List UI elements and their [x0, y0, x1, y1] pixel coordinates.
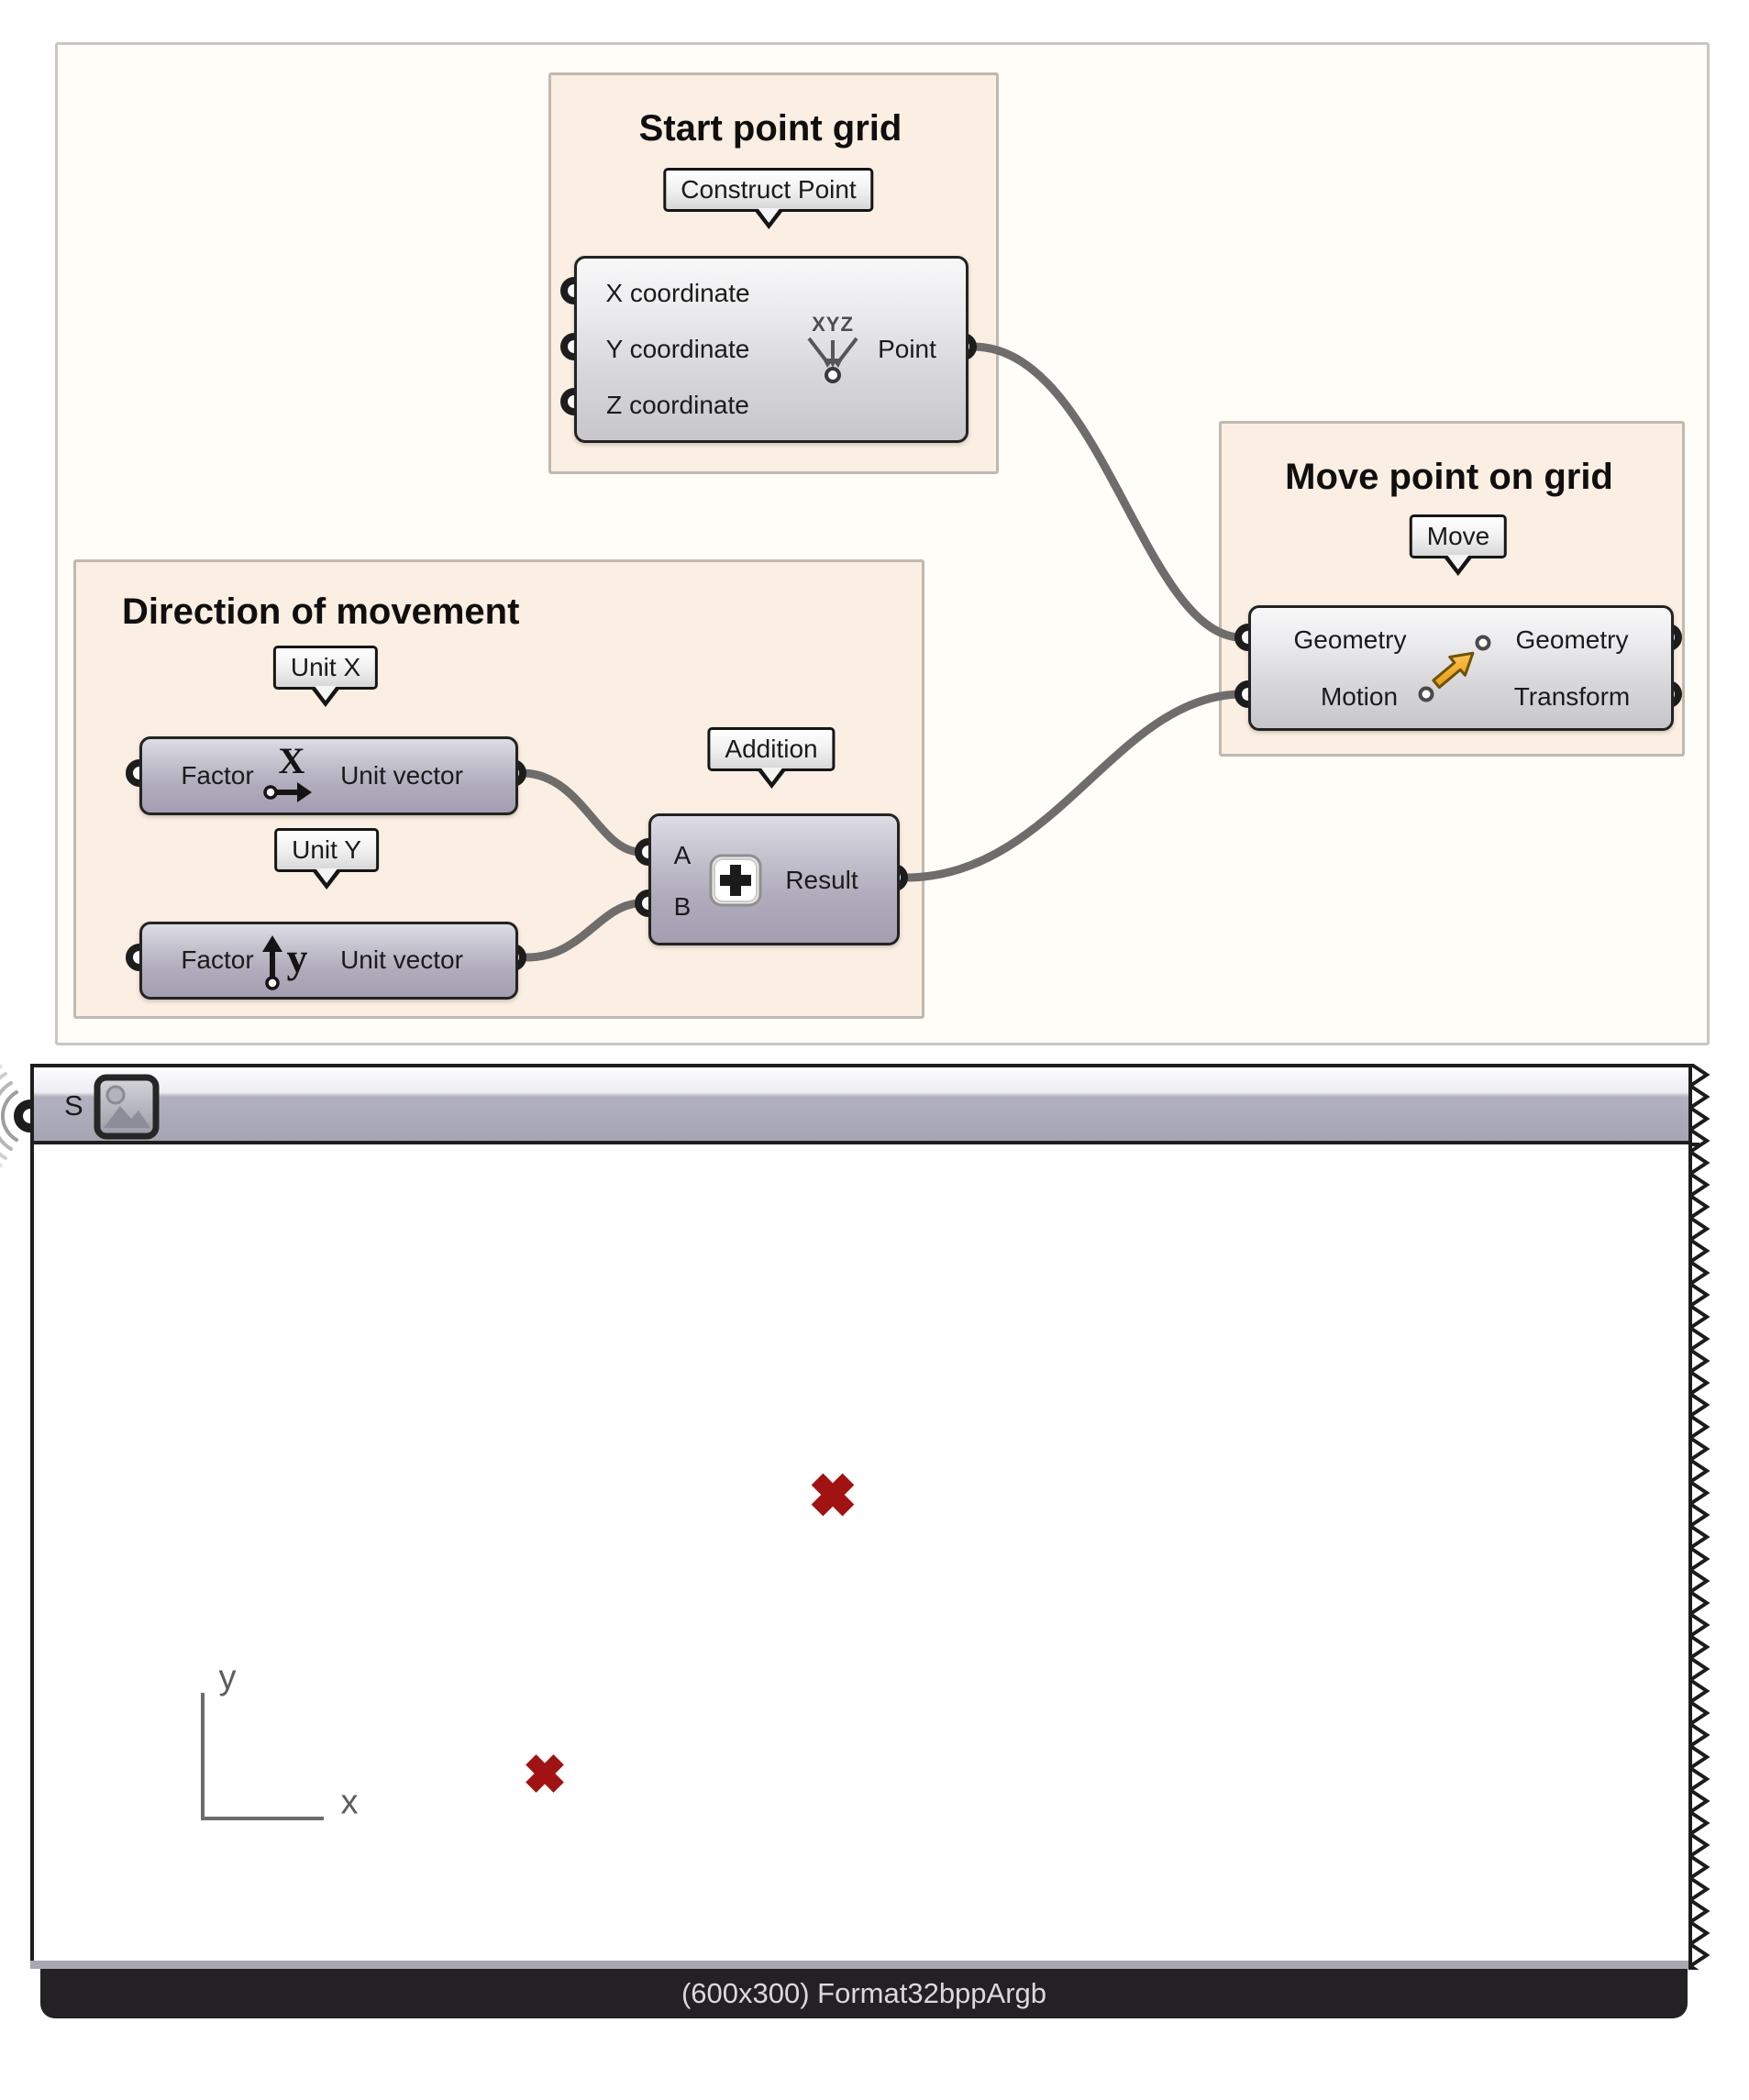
- axis-y-label: y: [218, 1658, 237, 1697]
- panel-tab-label: S: [64, 1089, 83, 1122]
- wire-layer: [519, 342, 1243, 962]
- port-label: X coordinate: [605, 279, 750, 307]
- nickname-bubble-construct-point: Construct Point: [663, 168, 874, 212]
- component-move[interactable]: Geometry Motion Geometry Transform: [1248, 605, 1674, 731]
- nickname-bubble-addition: Addition: [707, 727, 836, 771]
- port-label: Transform: [1513, 682, 1631, 711]
- wire-point-to-geometry[interactable]: [969, 342, 1243, 642]
- port-label: Factor: [181, 761, 254, 790]
- port-label: Motion: [1320, 682, 1399, 711]
- preview-image-canvas[interactable]: y x: [30, 1144, 1690, 1961]
- nickname-bubble-move: Move: [1409, 514, 1508, 558]
- port-label: Unit vector: [340, 945, 463, 974]
- port-label: Geometry: [1515, 625, 1629, 654]
- group-title-direction: Direction of movement: [122, 591, 520, 632]
- port-label: A: [673, 841, 692, 869]
- panel-caption-bar: (600x300) Format32bppArgb: [40, 1969, 1688, 2018]
- x-axis-arrow-icon: X: [263, 744, 312, 802]
- port-label: Y coordinate: [605, 335, 750, 363]
- port-label: Z coordinate: [606, 391, 749, 419]
- svg-text:X: X: [279, 744, 305, 781]
- axis-indicator: [201, 1693, 324, 1820]
- port-label: Unit vector: [340, 761, 463, 790]
- port-label: B: [673, 892, 692, 921]
- preview-panel-header[interactable]: S: [30, 1064, 1690, 1144]
- ne-arrow-icon: [1418, 635, 1491, 702]
- wire-result-to-motion[interactable]: [901, 690, 1243, 882]
- component-unit-y[interactable]: Factor Unit vector y: [139, 922, 518, 1000]
- plus-icon: [709, 854, 762, 907]
- nickname-bubble-unit-x: Unit X: [272, 646, 379, 690]
- image-icon[interactable]: [93, 1073, 161, 1141]
- xyz-converge-icon: XYZ: [807, 313, 858, 383]
- group-title-start: Start point grid: [638, 108, 902, 149]
- wire-unity-to-b[interactable]: [519, 899, 643, 962]
- wire-unitx-to-a[interactable]: [519, 768, 643, 857]
- point-marker: [807, 1469, 858, 1520]
- svg-text:XYZ: XYZ: [812, 313, 854, 336]
- y-axis-arrow-icon: y: [262, 934, 308, 990]
- port-label: Point: [878, 335, 936, 363]
- port-label: Result: [785, 866, 858, 894]
- nickname-bubble-unit-y: Unit Y: [274, 828, 379, 872]
- port-label: Geometry: [1293, 625, 1407, 654]
- component-unit-x[interactable]: Factor Unit vector X: [139, 736, 518, 815]
- svg-text:y: y: [287, 934, 308, 981]
- axis-x-label: x: [340, 1783, 359, 1822]
- point-marker: [522, 1751, 573, 1802]
- group-title-move: Move point on grid: [1285, 457, 1613, 497]
- panel-bottom-strip: [30, 1961, 1690, 1969]
- image-format-caption: (600x300) Format32bppArgb: [681, 1977, 1047, 2009]
- torn-edge-zigzag: [1688, 1064, 1710, 1970]
- data-stream-ripple-icon: [0, 1065, 18, 1167]
- component-construct-point[interactable]: X coordinate Y coordinate Z coordinate P…: [574, 256, 969, 443]
- port-label: Factor: [181, 945, 254, 974]
- component-addition[interactable]: A B Result: [648, 813, 900, 945]
